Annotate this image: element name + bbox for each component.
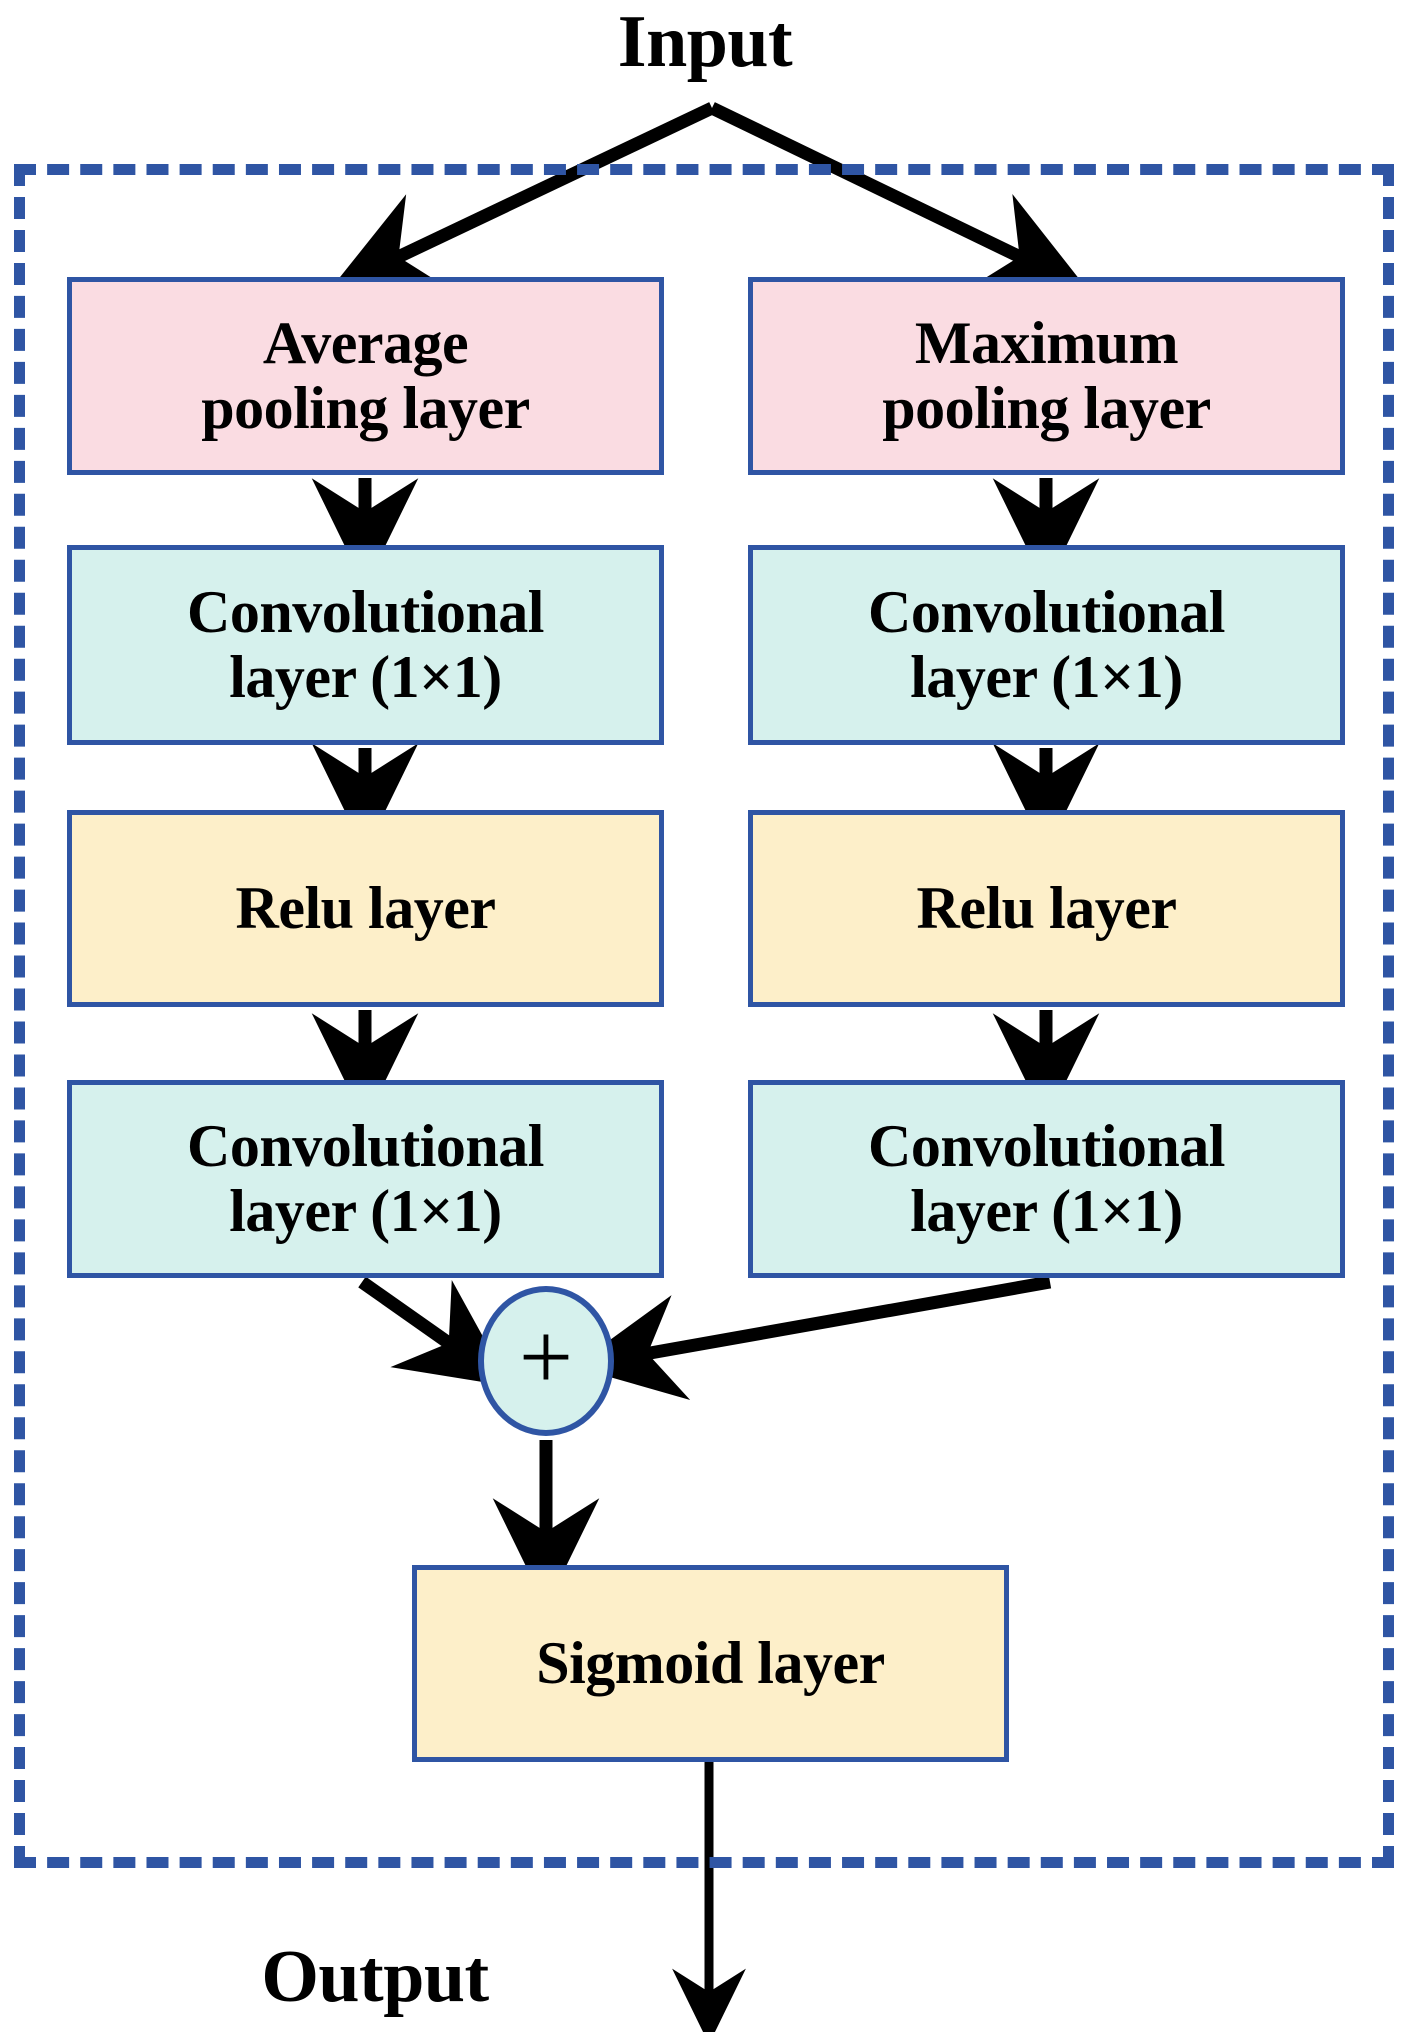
- node-convolutional-layer-left-2[interactable]: Convolutional layer (1×1): [67, 1080, 664, 1278]
- node-element-wise-sum[interactable]: +: [478, 1286, 614, 1436]
- node-label-line1: Relu layer: [916, 875, 1177, 942]
- node-label-line1: Convolutional: [868, 579, 1225, 646]
- node-label-line2: layer (1×1): [229, 1178, 502, 1244]
- node-label-line1: Relu layer: [235, 875, 496, 942]
- plus-icon: +: [518, 1303, 574, 1410]
- node-convolutional-layer-right-2[interactable]: Convolutional layer (1×1): [748, 1080, 1345, 1278]
- node-sigmoid-layer[interactable]: Sigmoid layer: [412, 1565, 1009, 1762]
- node-convolutional-layer-right-1[interactable]: Convolutional layer (1×1): [748, 545, 1345, 745]
- output-label: Output: [261, 1936, 489, 2018]
- node-label-line1: Average: [262, 310, 469, 377]
- node-label-line2: layer (1×1): [910, 1178, 1183, 1244]
- node-label-line1: Convolutional: [187, 1113, 544, 1180]
- node-relu-layer-left[interactable]: Relu layer: [67, 810, 664, 1007]
- attention-module-boundary: [14, 164, 1394, 1868]
- node-label-line2: pooling layer: [201, 375, 530, 441]
- node-convolutional-layer-left-1[interactable]: Convolutional layer (1×1): [67, 545, 664, 745]
- input-label: Input: [617, 1, 793, 83]
- node-maximum-pooling-layer[interactable]: Maximum pooling layer: [748, 277, 1345, 475]
- node-label-line1: Sigmoid layer: [536, 1630, 885, 1697]
- node-relu-layer-right[interactable]: Relu layer: [748, 810, 1345, 1007]
- node-label-line2: layer (1×1): [229, 644, 502, 710]
- node-label-line2: layer (1×1): [910, 644, 1183, 710]
- node-average-pooling-layer[interactable]: Average pooling layer: [67, 277, 664, 475]
- node-label-line1: Convolutional: [187, 579, 544, 646]
- node-label-line1: Maximum: [914, 310, 1179, 377]
- node-label-line2: pooling layer: [882, 375, 1211, 441]
- node-label-line1: Convolutional: [868, 1113, 1225, 1180]
